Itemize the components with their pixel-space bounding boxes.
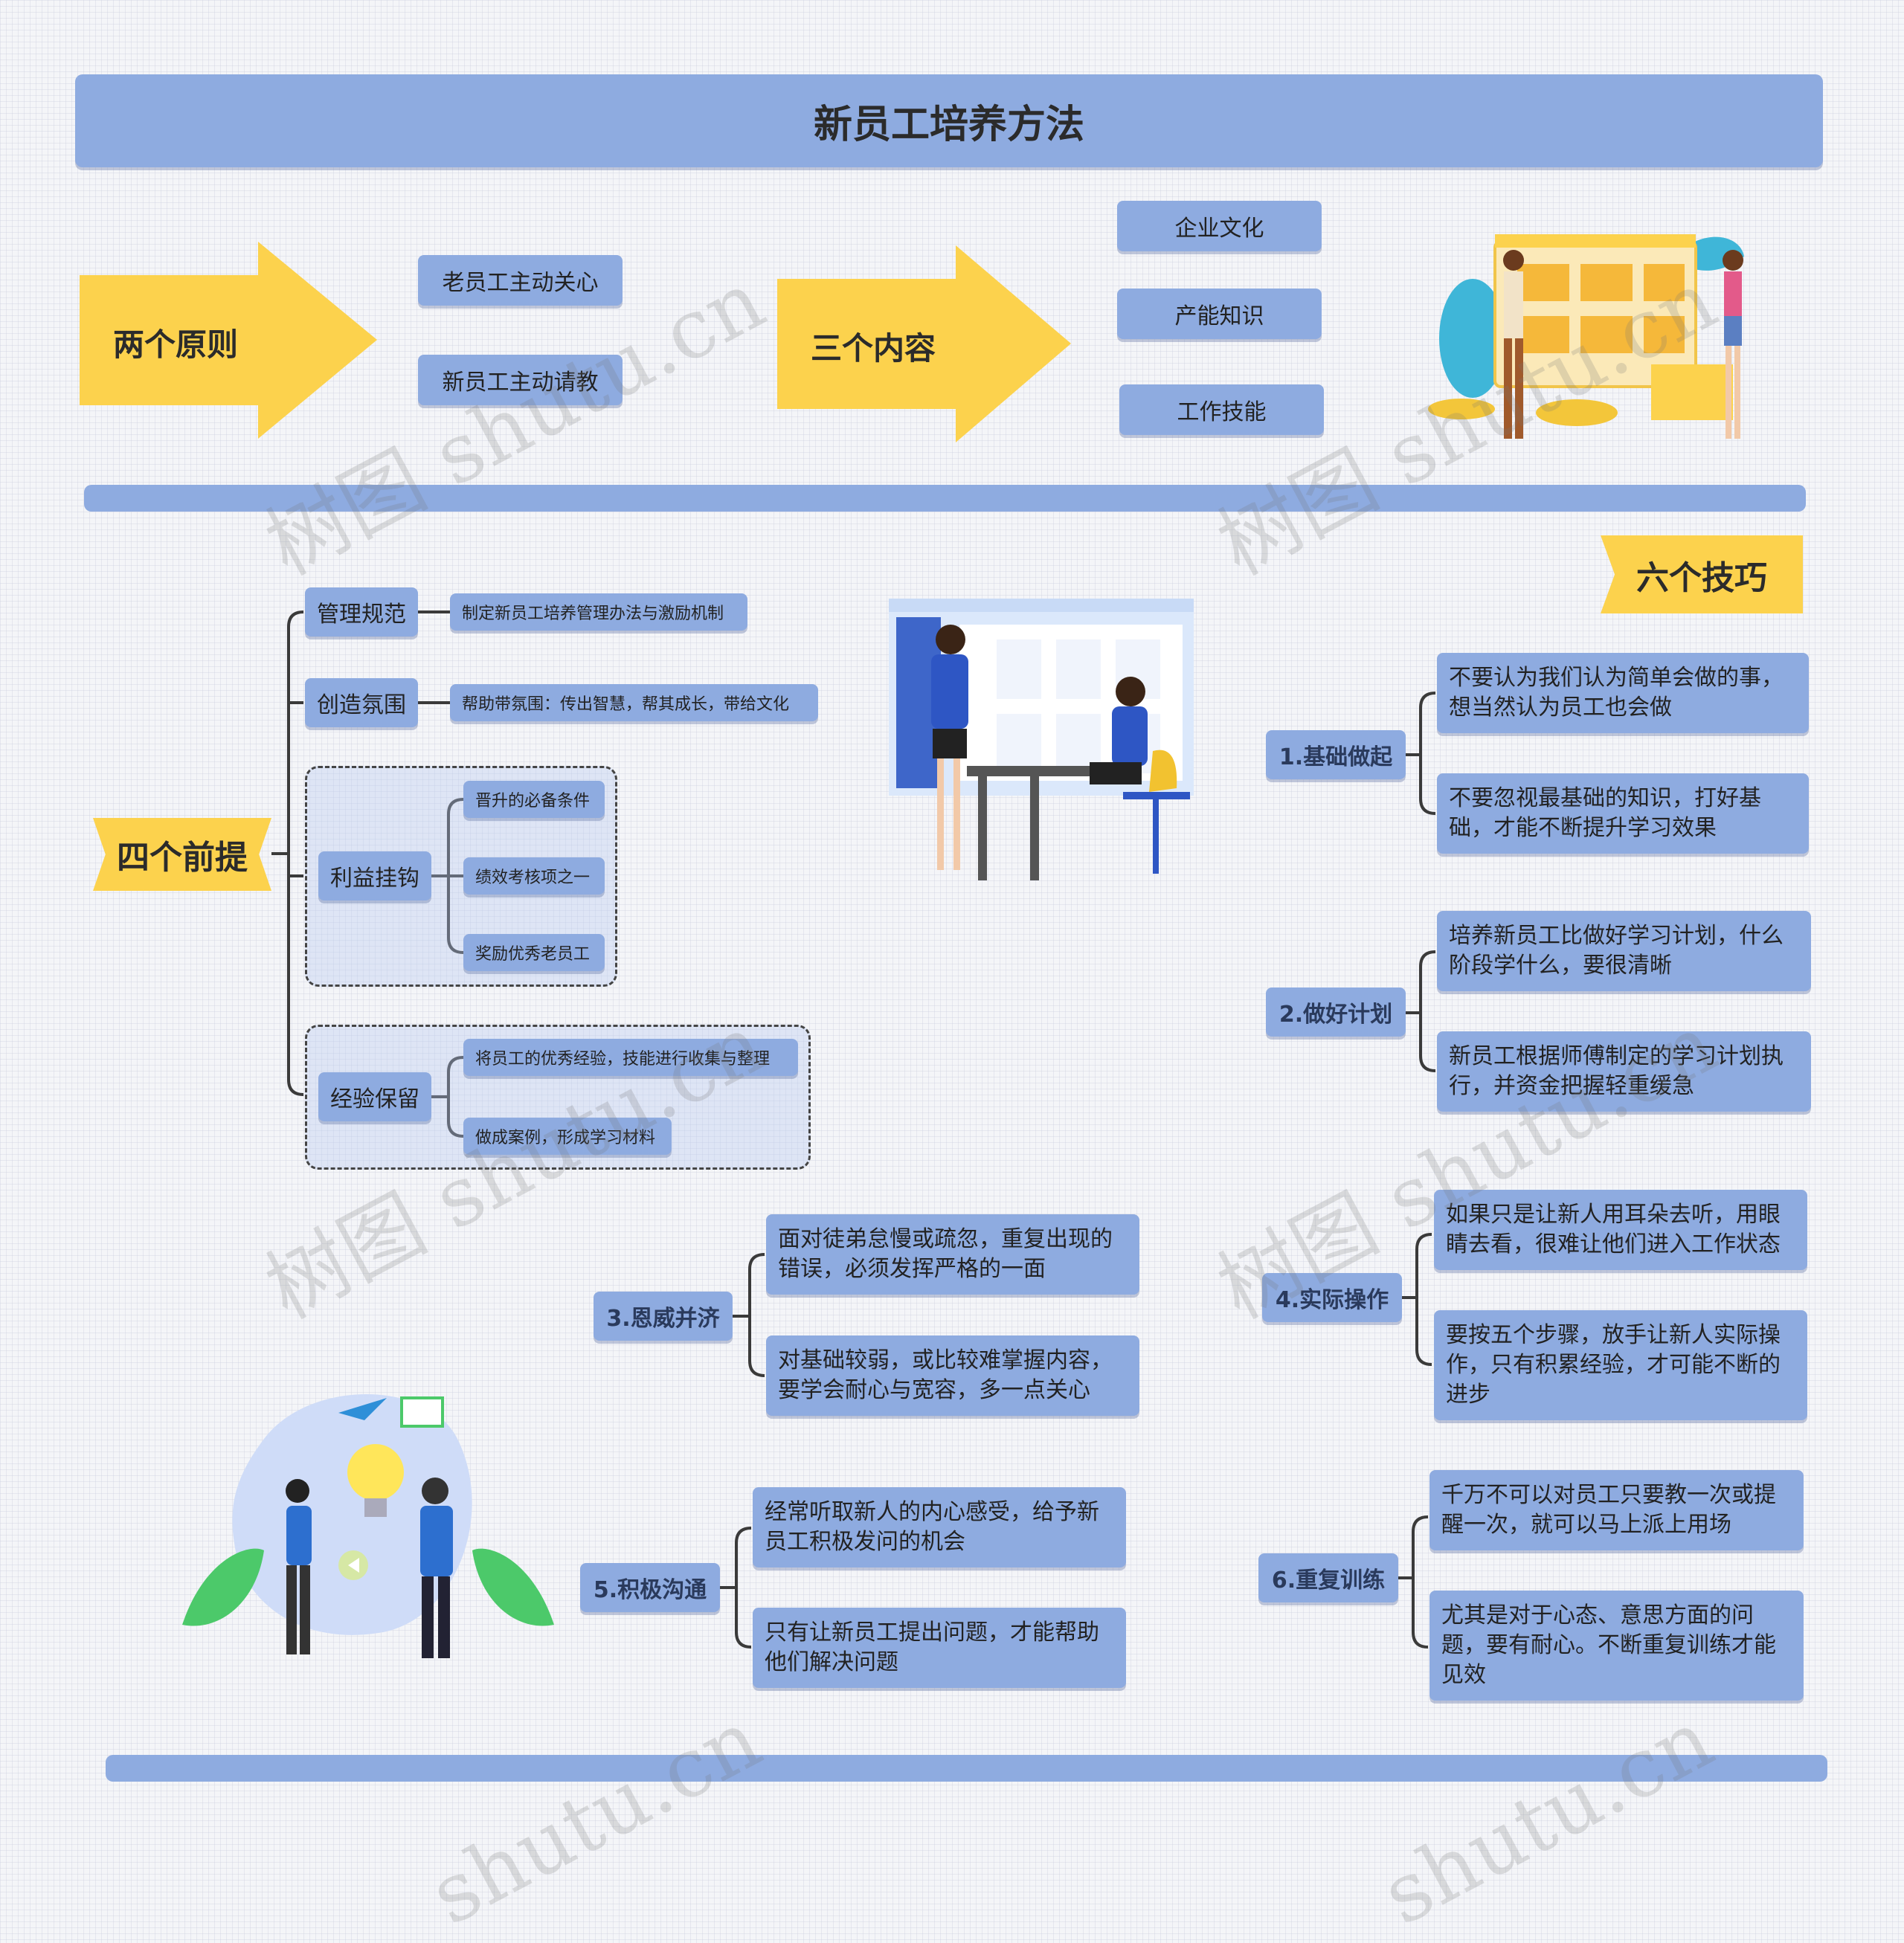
tip6-node: 6.重复训练: [1258, 1553, 1398, 1602]
principle-item-2: 新员工主动请教: [418, 355, 623, 405]
illustration-office: [885, 595, 1197, 889]
interest-item-3: 奖励优秀老员工: [463, 934, 605, 971]
mgmt-detail: 制定新员工培养管理办法与激励机制: [450, 593, 747, 631]
atmo-node: 创造氛围: [305, 678, 418, 727]
exp-item-1: 将员工的优秀经验，技能进行收集与整理: [463, 1039, 798, 1076]
tip4-item-1: 如果只是让新人用耳朵去听，用眼睛去看，很难让他们进入工作状态: [1434, 1190, 1807, 1270]
tip2-item-2: 新员工根据师傅制定的学习计划执行，并资金把握轻重缓急: [1437, 1031, 1811, 1112]
tip5-node: 5.积极沟通: [580, 1563, 720, 1612]
tips-banner: 六个技巧: [1601, 535, 1803, 613]
tip4-item-2: 要按五个步骤，放手让新人实际操作，只有积累经验，才可能不断的进步: [1434, 1310, 1807, 1420]
tip1-item-1: 不要认为我们认为简单会做的事，想当然认为员工也会做: [1437, 653, 1809, 733]
interest-item-1: 晋升的必备条件: [463, 781, 605, 818]
principles-label: 两个原则: [113, 326, 239, 363]
interest-item-2: 绩效考核项之一: [463, 857, 605, 895]
illustration-presentation: [1428, 227, 1770, 450]
tip2-node: 2.做好计划: [1266, 987, 1406, 1037]
contents-arrow: [777, 245, 1071, 442]
contents-label: 三个内容: [811, 330, 936, 367]
page-title: 新员工培养方法: [813, 103, 1084, 147]
tip2-item-1: 培养新员工比做好学习计划，什么阶段学什么，要很清晰: [1437, 911, 1811, 991]
tip3-item-1: 面对徒弟怠慢或疏忽，重复出现的错误，必须发挥严格的一面: [766, 1214, 1139, 1295]
connector-lines: [271, 610, 1436, 1649]
exp-node: 经验保留: [318, 1072, 431, 1121]
mgmt-node: 管理规范: [305, 587, 418, 637]
content-item-2: 产能知识: [1117, 289, 1322, 339]
content-item-3: 工作技能: [1119, 384, 1324, 435]
divider-top: [84, 485, 1806, 512]
divider-bottom: [106, 1755, 1827, 1782]
tip3-item-2: 对基础较弱，或比较难掌握内容，要学会耐心与宽容，多一点关心: [766, 1335, 1139, 1416]
tip1-item-2: 不要忽视最基础的知识，打好基础，才能不断提升学习效果: [1437, 773, 1809, 854]
illustration-idea: [175, 1379, 562, 1677]
tip6-item-2: 尤其是对于心态、意思方面的问题，要有耐心。不断重复训练才能见效: [1429, 1591, 1804, 1701]
tip4-node: 4.实际操作: [1262, 1273, 1402, 1322]
tip1-node: 1.基础做起: [1266, 730, 1406, 779]
exp-item-2: 做成案例，形成学习材料: [463, 1118, 672, 1155]
prerequisites-banner: 四个前提: [93, 818, 271, 891]
tip5-item-1: 经常听取新人的内心感受，给予新员工积极发问的机会: [753, 1487, 1126, 1567]
atmo-detail: 帮助带氛围：传出智慧，帮其成长，带给文化: [450, 684, 818, 721]
tip5-item-2: 只有让新员工提出问题，才能帮助他们解决问题: [753, 1608, 1126, 1688]
principle-item-1: 老员工主动关心: [418, 255, 623, 306]
interest-node: 利益挂钩: [318, 851, 431, 900]
principles-arrow: [80, 242, 377, 439]
content-item-1: 企业文化: [1117, 201, 1322, 251]
tip3-node: 3.恩威并济: [594, 1292, 733, 1341]
tip6-item-1: 千万不可以对员工只要教一次或提醒一次，就可以马上派上用场: [1429, 1470, 1804, 1550]
title-bar: 新员工培养方法: [75, 74, 1823, 167]
